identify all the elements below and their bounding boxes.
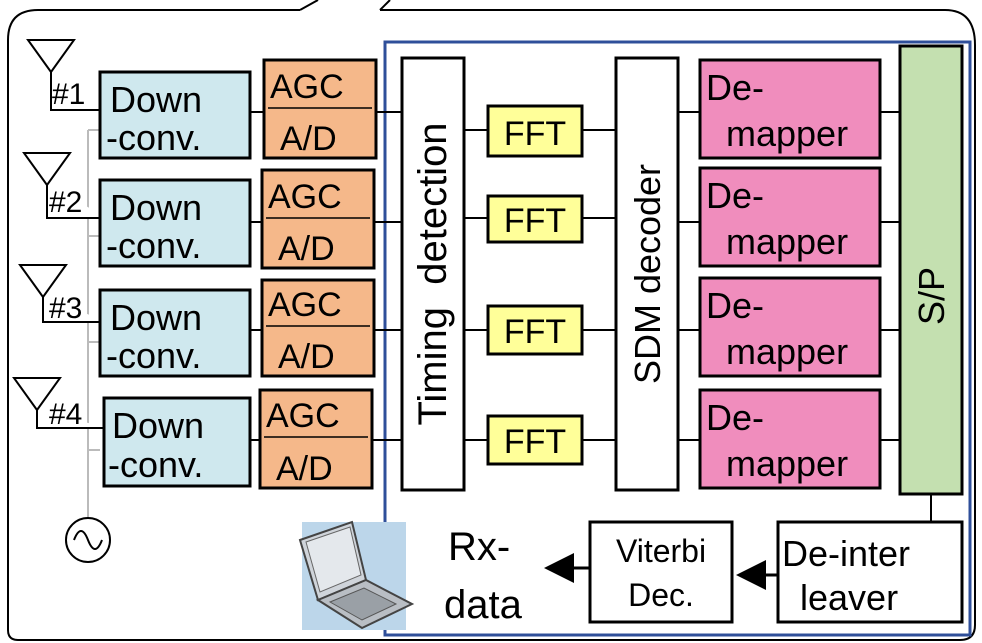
svg-text:De-inter: De-inter	[782, 533, 910, 574]
antenna-label: #2	[49, 186, 82, 219]
fft-block-4: FFT	[486, 414, 584, 466]
svg-text:AGC: AGC	[270, 68, 344, 106]
svg-text:Down: Down	[110, 187, 202, 228]
antenna-3: #3	[18, 264, 108, 325]
svg-text:Down: Down	[110, 79, 202, 120]
timing-detection-block: Timing detection	[400, 56, 466, 492]
downconv-block-2: Down -conv.	[98, 178, 252, 268]
sdm-decoder-block: SDM decoder	[614, 56, 680, 492]
antenna-icon	[22, 152, 108, 219]
agc-ad-block-4: AGC A/D	[258, 388, 374, 490]
svg-text:data: data	[444, 583, 523, 627]
downconv-block-3: Down -conv.	[98, 288, 252, 378]
svg-text:SDM decoder: SDM decoder	[627, 164, 668, 384]
svg-text:FFT: FFT	[504, 115, 566, 153]
svg-text:S/P: S/P	[911, 267, 952, 325]
svg-text:De-: De-	[706, 67, 764, 108]
svg-text:Down: Down	[110, 297, 202, 338]
fft-block-3: FFT	[486, 304, 584, 356]
svg-text:AGC: AGC	[266, 397, 340, 435]
svg-text:A/D: A/D	[276, 450, 333, 488]
antenna-4: #4	[12, 377, 108, 431]
demapper-block-4: De- mapper	[698, 388, 882, 490]
frame-notch-right	[379, 0, 391, 11]
deinterleaver-block: De-inter leaver	[776, 520, 964, 624]
svg-text:AGC: AGC	[268, 178, 342, 216]
viterbi-decoder-block: Viterbi Dec.	[588, 520, 734, 624]
svg-text:FFT: FFT	[504, 423, 566, 461]
antenna-1: #1	[26, 39, 108, 111]
svg-text:-conv.: -conv.	[106, 117, 201, 158]
svg-text:leaver: leaver	[800, 577, 898, 618]
sp-block: S/P	[898, 44, 964, 496]
oscillator-icon	[65, 517, 111, 563]
rx-data-label: Rx- data	[444, 525, 523, 627]
demapper-block-3: De- mapper	[698, 276, 882, 378]
antenna-label: #1	[52, 78, 85, 111]
svg-text:A/D: A/D	[278, 230, 335, 268]
svg-text:FFT: FFT	[504, 202, 566, 240]
svg-text:Timing detection: Timing detection	[411, 122, 455, 425]
antenna-icon	[12, 377, 108, 429]
svg-text:Viterbi: Viterbi	[616, 533, 706, 569]
svg-text:A/D: A/D	[278, 338, 335, 376]
svg-text:A/D: A/D	[280, 120, 337, 158]
svg-text:mapper: mapper	[726, 443, 848, 484]
antenna-label: #3	[49, 292, 82, 325]
frame-notch-left	[299, 0, 319, 11]
svg-text:De-: De-	[706, 175, 764, 216]
svg-text:De-: De-	[706, 285, 764, 326]
svg-text:mapper: mapper	[726, 221, 848, 262]
antenna-2: #2	[22, 152, 108, 219]
agc-ad-block-2: AGC A/D	[260, 168, 376, 270]
svg-text:mapper: mapper	[726, 113, 848, 154]
svg-text:De-: De-	[706, 397, 764, 438]
demapper-block-2: De- mapper	[698, 166, 882, 268]
downconv-block-4: Down -conv.	[102, 396, 252, 488]
outer-frame	[7, 9, 976, 641]
agc-ad-block-1: AGC A/D	[262, 58, 378, 160]
antenna-label: #4	[49, 398, 82, 431]
antenna-icon	[18, 264, 108, 323]
downconv-block-1: Down -conv.	[98, 70, 252, 160]
baseband-frame	[383, 40, 972, 637]
svg-text:Rx-: Rx-	[448, 525, 510, 569]
svg-text:FFT: FFT	[504, 313, 566, 351]
fft-block-2: FFT	[486, 194, 584, 244]
svg-text:mapper: mapper	[726, 331, 848, 372]
svg-text:-conv.: -conv.	[106, 225, 201, 266]
antenna-icon	[26, 39, 108, 111]
svg-text:-conv.: -conv.	[108, 444, 203, 485]
agc-ad-block-3: AGC A/D	[260, 278, 376, 378]
fft-block-1: FFT	[486, 104, 584, 158]
svg-text:AGC: AGC	[268, 286, 342, 324]
laptop-icon	[298, 520, 415, 630]
demapper-block-1: De- mapper	[698, 58, 882, 160]
svg-text:-conv.: -conv.	[106, 335, 201, 376]
svg-text:Down: Down	[112, 405, 204, 446]
svg-text:Dec.: Dec.	[628, 577, 694, 613]
